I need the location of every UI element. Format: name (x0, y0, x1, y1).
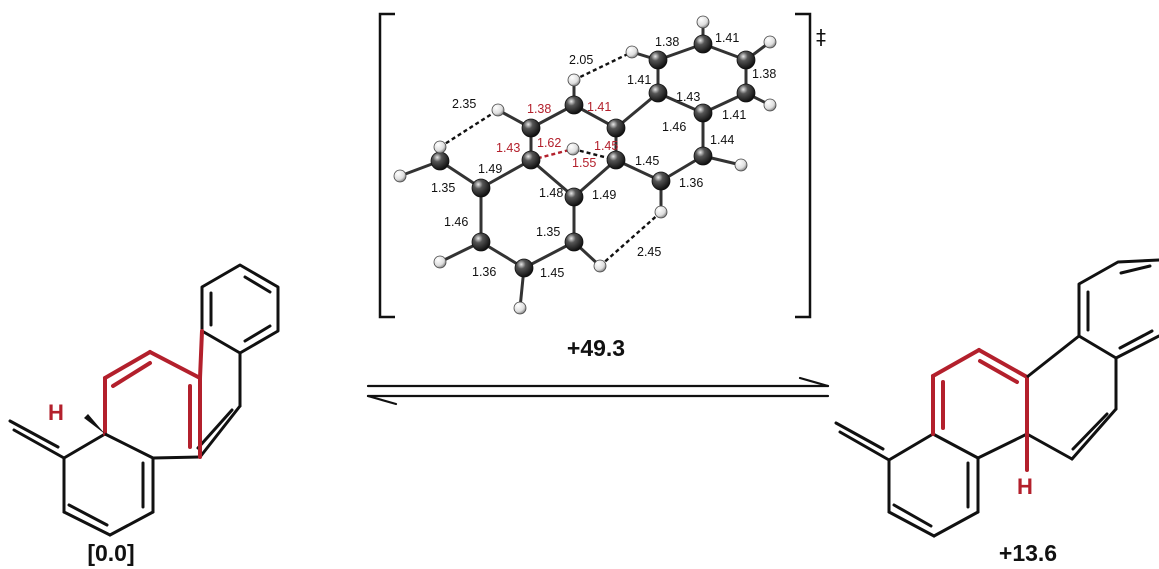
ts-bl-b3: 1.41 (627, 73, 651, 87)
product-ring-a-to-b (1026, 334, 1080, 379)
reactant-ring-b-bond-2 (198, 404, 242, 459)
product-ring-d-bond-3 (932, 510, 980, 538)
ts-bl-b16: 1.36 (472, 265, 496, 279)
product-ring-d-double-2 (892, 503, 933, 528)
product-ring-a-inner-3 (1118, 329, 1154, 350)
ts-right-bracket (795, 12, 812, 319)
reactant-ring-a-inner-2 (243, 324, 272, 343)
reactant-ring-a (200, 263, 280, 355)
ts-contact-245: 2.45 (637, 245, 661, 259)
reactant-red-bond-5 (198, 329, 204, 380)
ts-bl-b7: 1.44 (710, 133, 734, 147)
forward-arrow-head (798, 376, 830, 388)
ts-bl-r5: 1.55 (572, 156, 596, 170)
ts-bl-b12: 1.48 (539, 186, 563, 200)
equilibrium-arrows (366, 376, 830, 406)
ts-bond-lengths-red: 1.38 1.41 1.43 1.62 1.45 1.55 (496, 100, 618, 170)
ts-bl-b9: 1.36 (679, 176, 703, 190)
ts-dagger: ‡ (816, 25, 826, 49)
ts-left-bracket (378, 12, 395, 319)
ts-bl-b0: 1.38 (655, 35, 679, 49)
reactant-ring-d-double-2 (67, 503, 109, 527)
ts-bl-r1: 1.41 (587, 100, 611, 114)
ts-bl-b15: 1.46 (444, 215, 468, 229)
product-ring-d-bond-4 (887, 510, 936, 538)
product-ring-b-bond-2 (1070, 407, 1118, 461)
product-methylene-2 (834, 421, 885, 451)
reactant-red-bond-2 (103, 350, 152, 380)
ts-bl-b10: 1.49 (478, 162, 502, 176)
ts-contact-205: 2.05 (569, 53, 593, 67)
reactant-energy-label: [0.0] (87, 540, 134, 566)
reactant-structure (8, 263, 280, 537)
product-energy-label: +13.6 (999, 540, 1057, 566)
product-ring-a-inner-2 (1119, 264, 1152, 275)
ts-bl-r0: 1.38 (527, 102, 551, 116)
ts-bl-r2: 1.43 (496, 141, 520, 155)
product-ring-b-bond-3 (1025, 432, 1074, 461)
product-ring-a (1077, 258, 1159, 360)
reactant-ring-b-bond-3 (151, 455, 202, 460)
ts-bl-b11: 1.49 (592, 188, 616, 202)
ts-contact-235: 2.35 (452, 97, 476, 111)
ts-bl-b5: 1.41 (722, 108, 746, 122)
reactant-highlight (103, 329, 204, 459)
ts-bl-r3: 1.62 (537, 136, 561, 150)
ts-bond-lengths-black: 1.38 1.41 1.38 1.41 1.43 1.41 1.46 1.44 … (431, 31, 776, 280)
reactant-junction-bond (104, 432, 154, 460)
reactant-h-label: H (48, 400, 64, 425)
product-junction-bond (976, 432, 1029, 460)
reactant-ring-d-bond-5 (62, 432, 107, 460)
reactant-ring-a-inner-1 (243, 275, 272, 294)
product-ring-b-double-inner (1071, 412, 1109, 451)
reactant-ring-d-bond-2 (108, 510, 155, 537)
reactant-ring-d-bond-3 (62, 510, 112, 537)
ts-bl-b8: 1.45 (635, 154, 659, 168)
reactant-red-double (111, 361, 152, 388)
reactant-methylene-2 (8, 419, 60, 449)
product-ring-d-bond-1 (931, 432, 980, 460)
reactant-red-bond-3 (148, 350, 202, 380)
reverse-arrow-head (366, 394, 398, 406)
ts-bl-r4: 1.45 (594, 139, 618, 153)
ts-bl-b13: 1.35 (431, 181, 455, 195)
ts-bl-b2: 1.38 (752, 67, 776, 81)
ts-energy-label: +49.3 (567, 335, 625, 361)
ts-bl-b4: 1.43 (676, 90, 700, 104)
ts-contact-left (439, 108, 499, 149)
ts-contact-top (573, 50, 633, 82)
product-structure (834, 258, 1159, 538)
product-methylene-1 (838, 430, 891, 462)
ts-hydrogen-atoms (393, 15, 777, 315)
ts-contact-labels: 2.05 2.35 2.45 (452, 53, 661, 259)
product-red-double-2 (978, 359, 1019, 384)
product-highlight (931, 348, 1029, 472)
ts-bl-b14: 1.35 (536, 225, 560, 239)
reactant-wedge-bond (84, 414, 105, 434)
reactant-methylene-1 (12, 428, 66, 460)
ts-bl-b1: 1.41 (715, 31, 739, 45)
product-red-bond-2 (931, 348, 981, 378)
ts-carbon-atoms (430, 34, 756, 278)
product-ring-d-bond-6 (887, 432, 935, 462)
ts-bl-b17: 1.45 (540, 266, 564, 280)
product-red-bond-3 (977, 348, 1029, 379)
product-h-label: H (1017, 474, 1033, 499)
ts-bl-b6: 1.46 (662, 120, 686, 134)
ts-brackets (378, 12, 812, 319)
reactant-ring-b-double-inner (196, 408, 234, 450)
